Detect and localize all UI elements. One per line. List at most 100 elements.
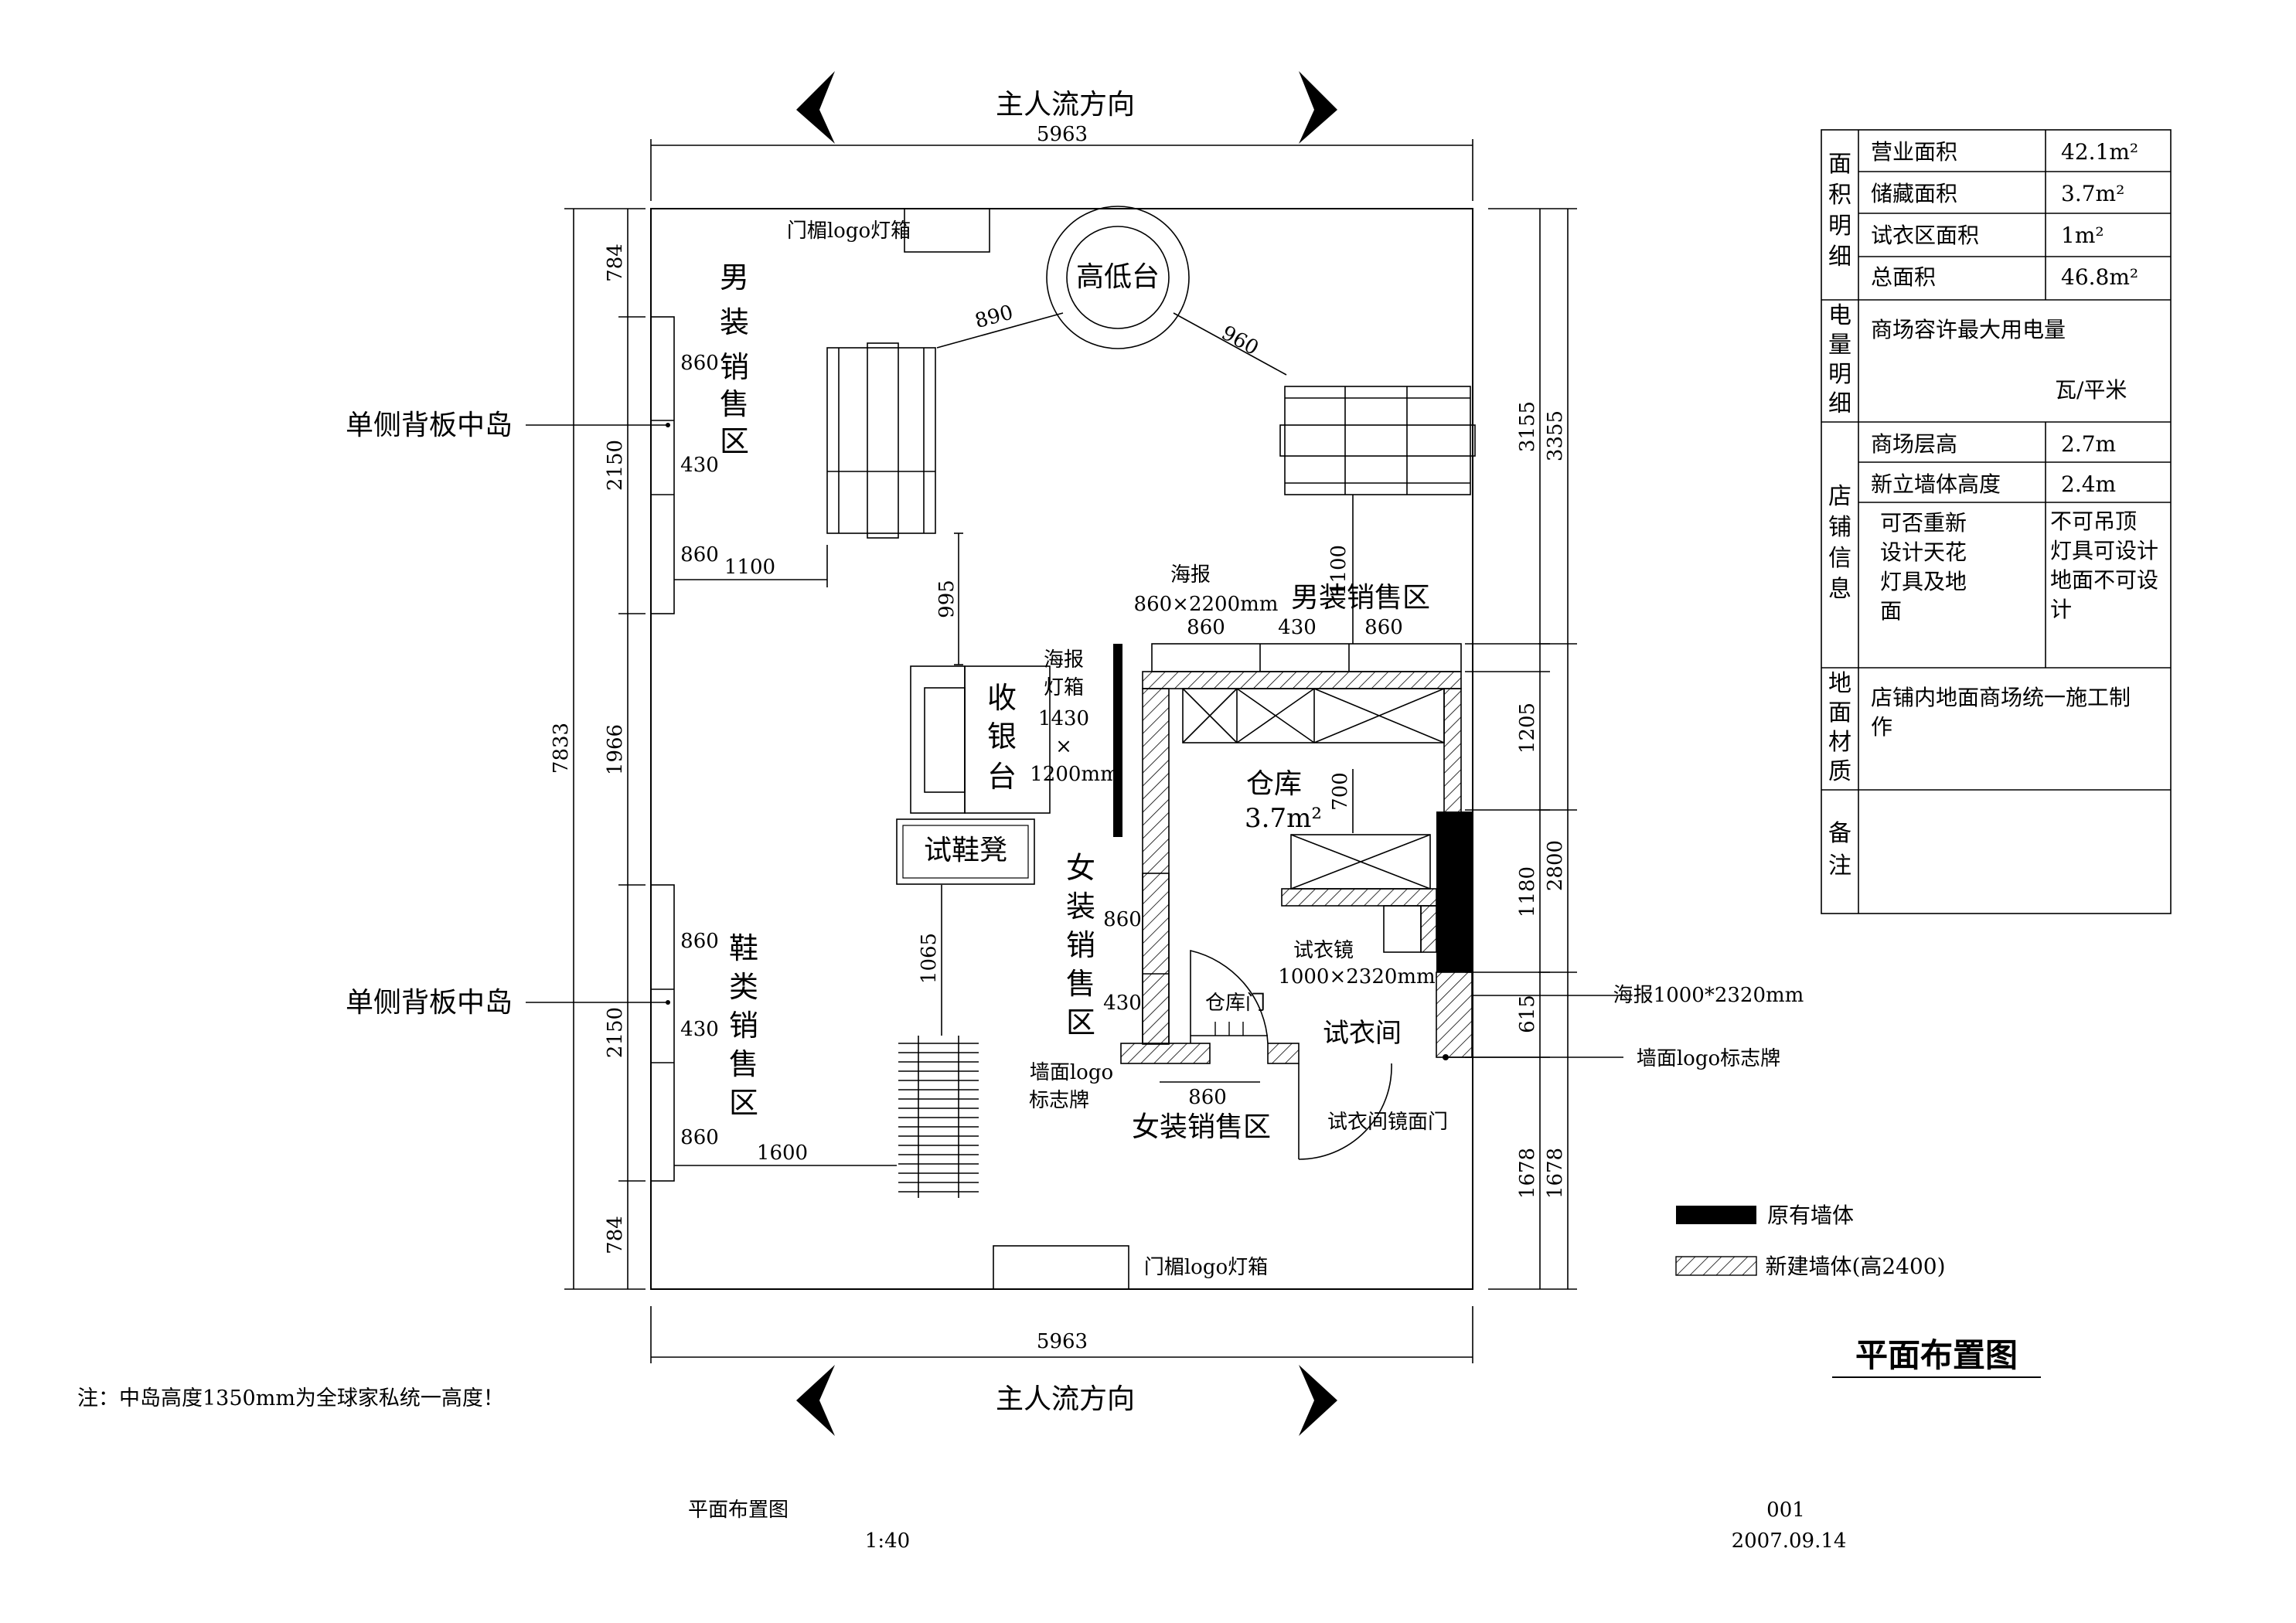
wall-logo-label: 墙面logo bbox=[1030, 1061, 1113, 1084]
platform-outer bbox=[1046, 206, 1190, 349]
dim-island: 860 bbox=[680, 352, 719, 375]
dim-rack: 1100 bbox=[1327, 545, 1351, 596]
info-section-title: 明 bbox=[1828, 213, 1851, 240]
dim-bottom-width: 5963 bbox=[1037, 1330, 1088, 1353]
poster-right-label: 海报1000*2320mm bbox=[1613, 984, 1804, 1007]
info-row-label: 新立墙体高度 bbox=[1871, 471, 2001, 497]
fitting-mirror-label: 试衣镜 bbox=[1293, 939, 1354, 962]
info-section-title: 店 bbox=[1828, 483, 1851, 510]
zone-mens-horizontal: 男装销售区 bbox=[1291, 582, 1430, 614]
legend-new-wall-swatch bbox=[1675, 1256, 1757, 1276]
shoe-bench bbox=[896, 818, 1035, 885]
info-row-label: 试衣区面积 bbox=[1871, 223, 1979, 248]
ceiling-question: 可否重新 bbox=[1880, 510, 1967, 536]
island-top bbox=[650, 316, 828, 614]
poster-lightbox bbox=[1113, 644, 1122, 837]
info-row-value: 2.4m bbox=[2061, 471, 2116, 497]
dim-right-seg: 1678 bbox=[1516, 1148, 1539, 1199]
wall-shelves-top bbox=[1151, 643, 1462, 672]
dim-island: 1600 bbox=[757, 1142, 808, 1165]
info-section-title: 细 bbox=[1828, 390, 1851, 417]
cashier-counter bbox=[910, 665, 1051, 814]
info-row-value: 46.8m² bbox=[2061, 264, 2138, 290]
poster-lightbox-label: 1200mm bbox=[1030, 763, 1119, 786]
info-row-value: 2.7m bbox=[2061, 431, 2116, 457]
fitting-door-swing bbox=[1298, 1063, 1392, 1160]
info-section-title: 细 bbox=[1828, 243, 1851, 270]
poster-lightbox-label: 1430 bbox=[1038, 707, 1089, 730]
dim-bench: 1065 bbox=[918, 933, 941, 984]
warehouse-label: 3.7m² bbox=[1245, 803, 1322, 834]
arrow-left-top-icon bbox=[796, 71, 835, 144]
floor-material-text: 作 bbox=[1871, 714, 1892, 740]
fitting-mirror bbox=[1383, 905, 1422, 953]
zone-mens-vertical: 装 bbox=[720, 305, 749, 339]
warehouse-door-label: 仓库门 bbox=[1205, 992, 1266, 1015]
ceiling-answer: 地面不可设 bbox=[2050, 567, 2158, 593]
dim-right-seg: 1205 bbox=[1516, 703, 1539, 754]
dimension-lines bbox=[564, 139, 1577, 1363]
poster-lightbox-label: 海报 bbox=[1044, 648, 1084, 672]
dim-rack: 960 bbox=[1218, 322, 1262, 360]
new-walls bbox=[1120, 671, 1473, 1064]
dim-left-seg: 2150 bbox=[604, 440, 627, 491]
dim-warehouse: 700 bbox=[1329, 772, 1352, 811]
dim-shelf: 430 bbox=[1278, 616, 1317, 639]
legend-existing-wall-swatch bbox=[1676, 1206, 1756, 1224]
zone-mens-vertical: 售 bbox=[720, 387, 749, 421]
footer-title: 平面布置图 bbox=[688, 1499, 789, 1522]
zone-womens-vertical: 女 bbox=[1066, 851, 1095, 885]
dim-door: 860 bbox=[1188, 1086, 1227, 1109]
zone-shoes-vertical: 销 bbox=[729, 1009, 758, 1043]
display-rack-right bbox=[1279, 386, 1476, 495]
dim-right-outer: 3355 bbox=[1544, 410, 1567, 461]
poster-label: 海报 bbox=[1170, 563, 1211, 587]
dim-left-total: 7833 bbox=[550, 723, 573, 774]
dim-top-width: 5963 bbox=[1037, 123, 1088, 146]
ceiling-answer: 计 bbox=[2050, 597, 2072, 622]
arrow-left-bottom-icon bbox=[796, 1365, 835, 1436]
ceiling-question: 设计天花 bbox=[1880, 539, 1967, 565]
plan-title: 平面布置图 bbox=[1855, 1336, 2018, 1374]
note-text: 注：中岛高度1350mm为全球家私统一高度！ bbox=[77, 1387, 504, 1410]
ceiling-question: 面 bbox=[1880, 598, 1902, 624]
info-row-label: 总面积 bbox=[1871, 264, 1936, 290]
dim-left-seg: 2150 bbox=[604, 1007, 627, 1058]
wall-shelves-left bbox=[1142, 873, 1170, 1044]
power-capacity-label: 商场容许最大用电量 bbox=[1871, 317, 2066, 342]
poster-label: 860×2200mm bbox=[1134, 593, 1279, 616]
dim-shelf: 860 bbox=[1187, 616, 1225, 639]
warehouse-label: 仓库 bbox=[1246, 768, 1302, 800]
footer-scale: 1:40 bbox=[865, 1529, 910, 1553]
lintel-logo-box-bottom bbox=[993, 1245, 1129, 1290]
island-bottom bbox=[650, 884, 897, 1182]
shoe-rack bbox=[898, 1036, 979, 1198]
zone-womens-vertical: 销 bbox=[1066, 928, 1095, 962]
info-row-value: 42.1m² bbox=[2061, 139, 2138, 165]
dim-left-seg: 784 bbox=[604, 1216, 627, 1254]
dim-right-outer: 2800 bbox=[1544, 840, 1567, 891]
info-section-title: 注 bbox=[1828, 852, 1851, 880]
cashier-label: 台 bbox=[987, 760, 1017, 794]
info-row-value: 3.7m² bbox=[2061, 181, 2124, 206]
zone-womens-vertical: 区 bbox=[1066, 1005, 1095, 1039]
lintel-logo-box-top bbox=[904, 208, 990, 253]
dim-island: 1100 bbox=[724, 556, 775, 579]
platform-label: 高低台 bbox=[1076, 261, 1160, 293]
dim-shelf: 860 bbox=[1364, 616, 1403, 639]
info-row-label: 商场层高 bbox=[1871, 431, 1957, 457]
legend-existing-wall: 原有墙体 bbox=[1767, 1203, 1854, 1228]
fitting-mirror-label: 1000×2320mm bbox=[1278, 965, 1435, 988]
dim-right-outer: 1678 bbox=[1544, 1148, 1567, 1199]
poster-lightbox-label: 灯箱 bbox=[1044, 676, 1084, 699]
display-rack-left bbox=[826, 342, 936, 539]
dim-rack: 995 bbox=[935, 580, 959, 618]
arrow-right-top-icon bbox=[1299, 71, 1337, 144]
dim-island: 430 bbox=[680, 1018, 719, 1041]
wall-logo-sign-label: 墙面logo标志牌 bbox=[1637, 1047, 1780, 1070]
power-unit-label: 瓦/平米 bbox=[2055, 377, 2127, 403]
flow-direction-top: 主人流方向 bbox=[996, 89, 1135, 121]
flow-direction-bottom: 主人流方向 bbox=[996, 1383, 1135, 1415]
zone-womens-vertical: 售 bbox=[1066, 967, 1095, 1001]
dim-island: 860 bbox=[680, 1126, 719, 1149]
